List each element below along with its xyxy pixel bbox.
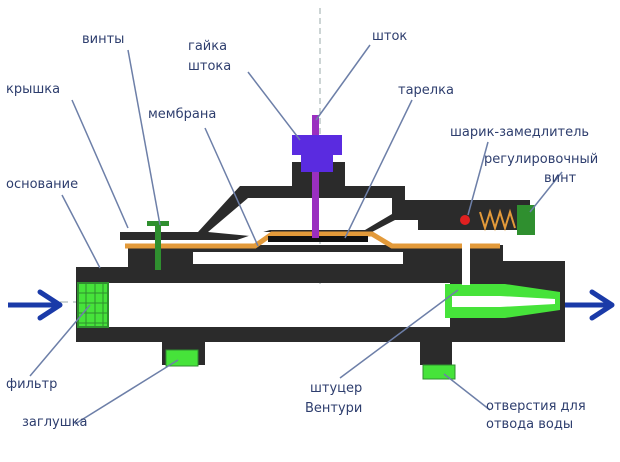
label-zaglushka: заглушка [22, 415, 87, 430]
pipe-channel [92, 284, 450, 326]
leader-osnovanie [61, 194, 101, 269]
ball [460, 215, 470, 225]
label-sharik: шарик-замедлитель [450, 125, 589, 140]
label-otverstiya-2: отвода воды [486, 417, 573, 432]
venturi-bore [452, 296, 555, 307]
label-shtok: шток [372, 29, 407, 44]
outlet-arrow [565, 289, 615, 321]
stem [312, 115, 319, 238]
inlet-arrow [8, 289, 63, 321]
screw-body [155, 225, 161, 270]
leader-membrana [204, 127, 259, 247]
label-gayka-1: гайка [188, 39, 227, 54]
filter-mesh [78, 283, 108, 327]
cover-inner [208, 198, 392, 236]
leader-filtr [29, 304, 91, 377]
leader-kryshka [71, 99, 129, 229]
stem-nut [292, 135, 342, 172]
drain-plug [422, 364, 456, 380]
label-vinty: винты [82, 32, 124, 47]
leader-vinty [127, 49, 161, 226]
leader-gayka [247, 71, 301, 141]
label-shtucer-1: штуцер [310, 381, 362, 396]
leader-tarelka [344, 99, 413, 239]
label-kryshka: крышка [6, 82, 60, 97]
pipe-body [76, 261, 565, 365]
adjusting-screw [517, 205, 535, 235]
spring [479, 208, 516, 232]
plate [268, 236, 368, 242]
label-otverstiya-1: отверстия для [486, 399, 586, 414]
leader-zaglushka [74, 359, 179, 425]
leader-regul [529, 171, 563, 213]
leader-sharik [467, 141, 489, 216]
label-shtucer-2: Вентури [305, 401, 362, 416]
label-regul-2: винт [544, 171, 577, 186]
label-regul-1: регулировочный [484, 152, 598, 167]
membrane [125, 231, 500, 249]
leader-shtok [315, 44, 371, 121]
leader-otverstiya [443, 373, 491, 411]
screw-head [147, 221, 169, 226]
bleed-channel [462, 230, 470, 285]
leader-shtucer [339, 289, 459, 379]
base-plate-inner [193, 252, 403, 264]
label-tarelka: тарелка [398, 83, 454, 98]
leader-lines [29, 44, 563, 425]
label-osnovanie: основание [6, 177, 78, 192]
label-membrana: мембрана [148, 107, 216, 122]
label-gayka-2: штока [188, 59, 231, 74]
label-filtr: фильтр [6, 377, 57, 392]
